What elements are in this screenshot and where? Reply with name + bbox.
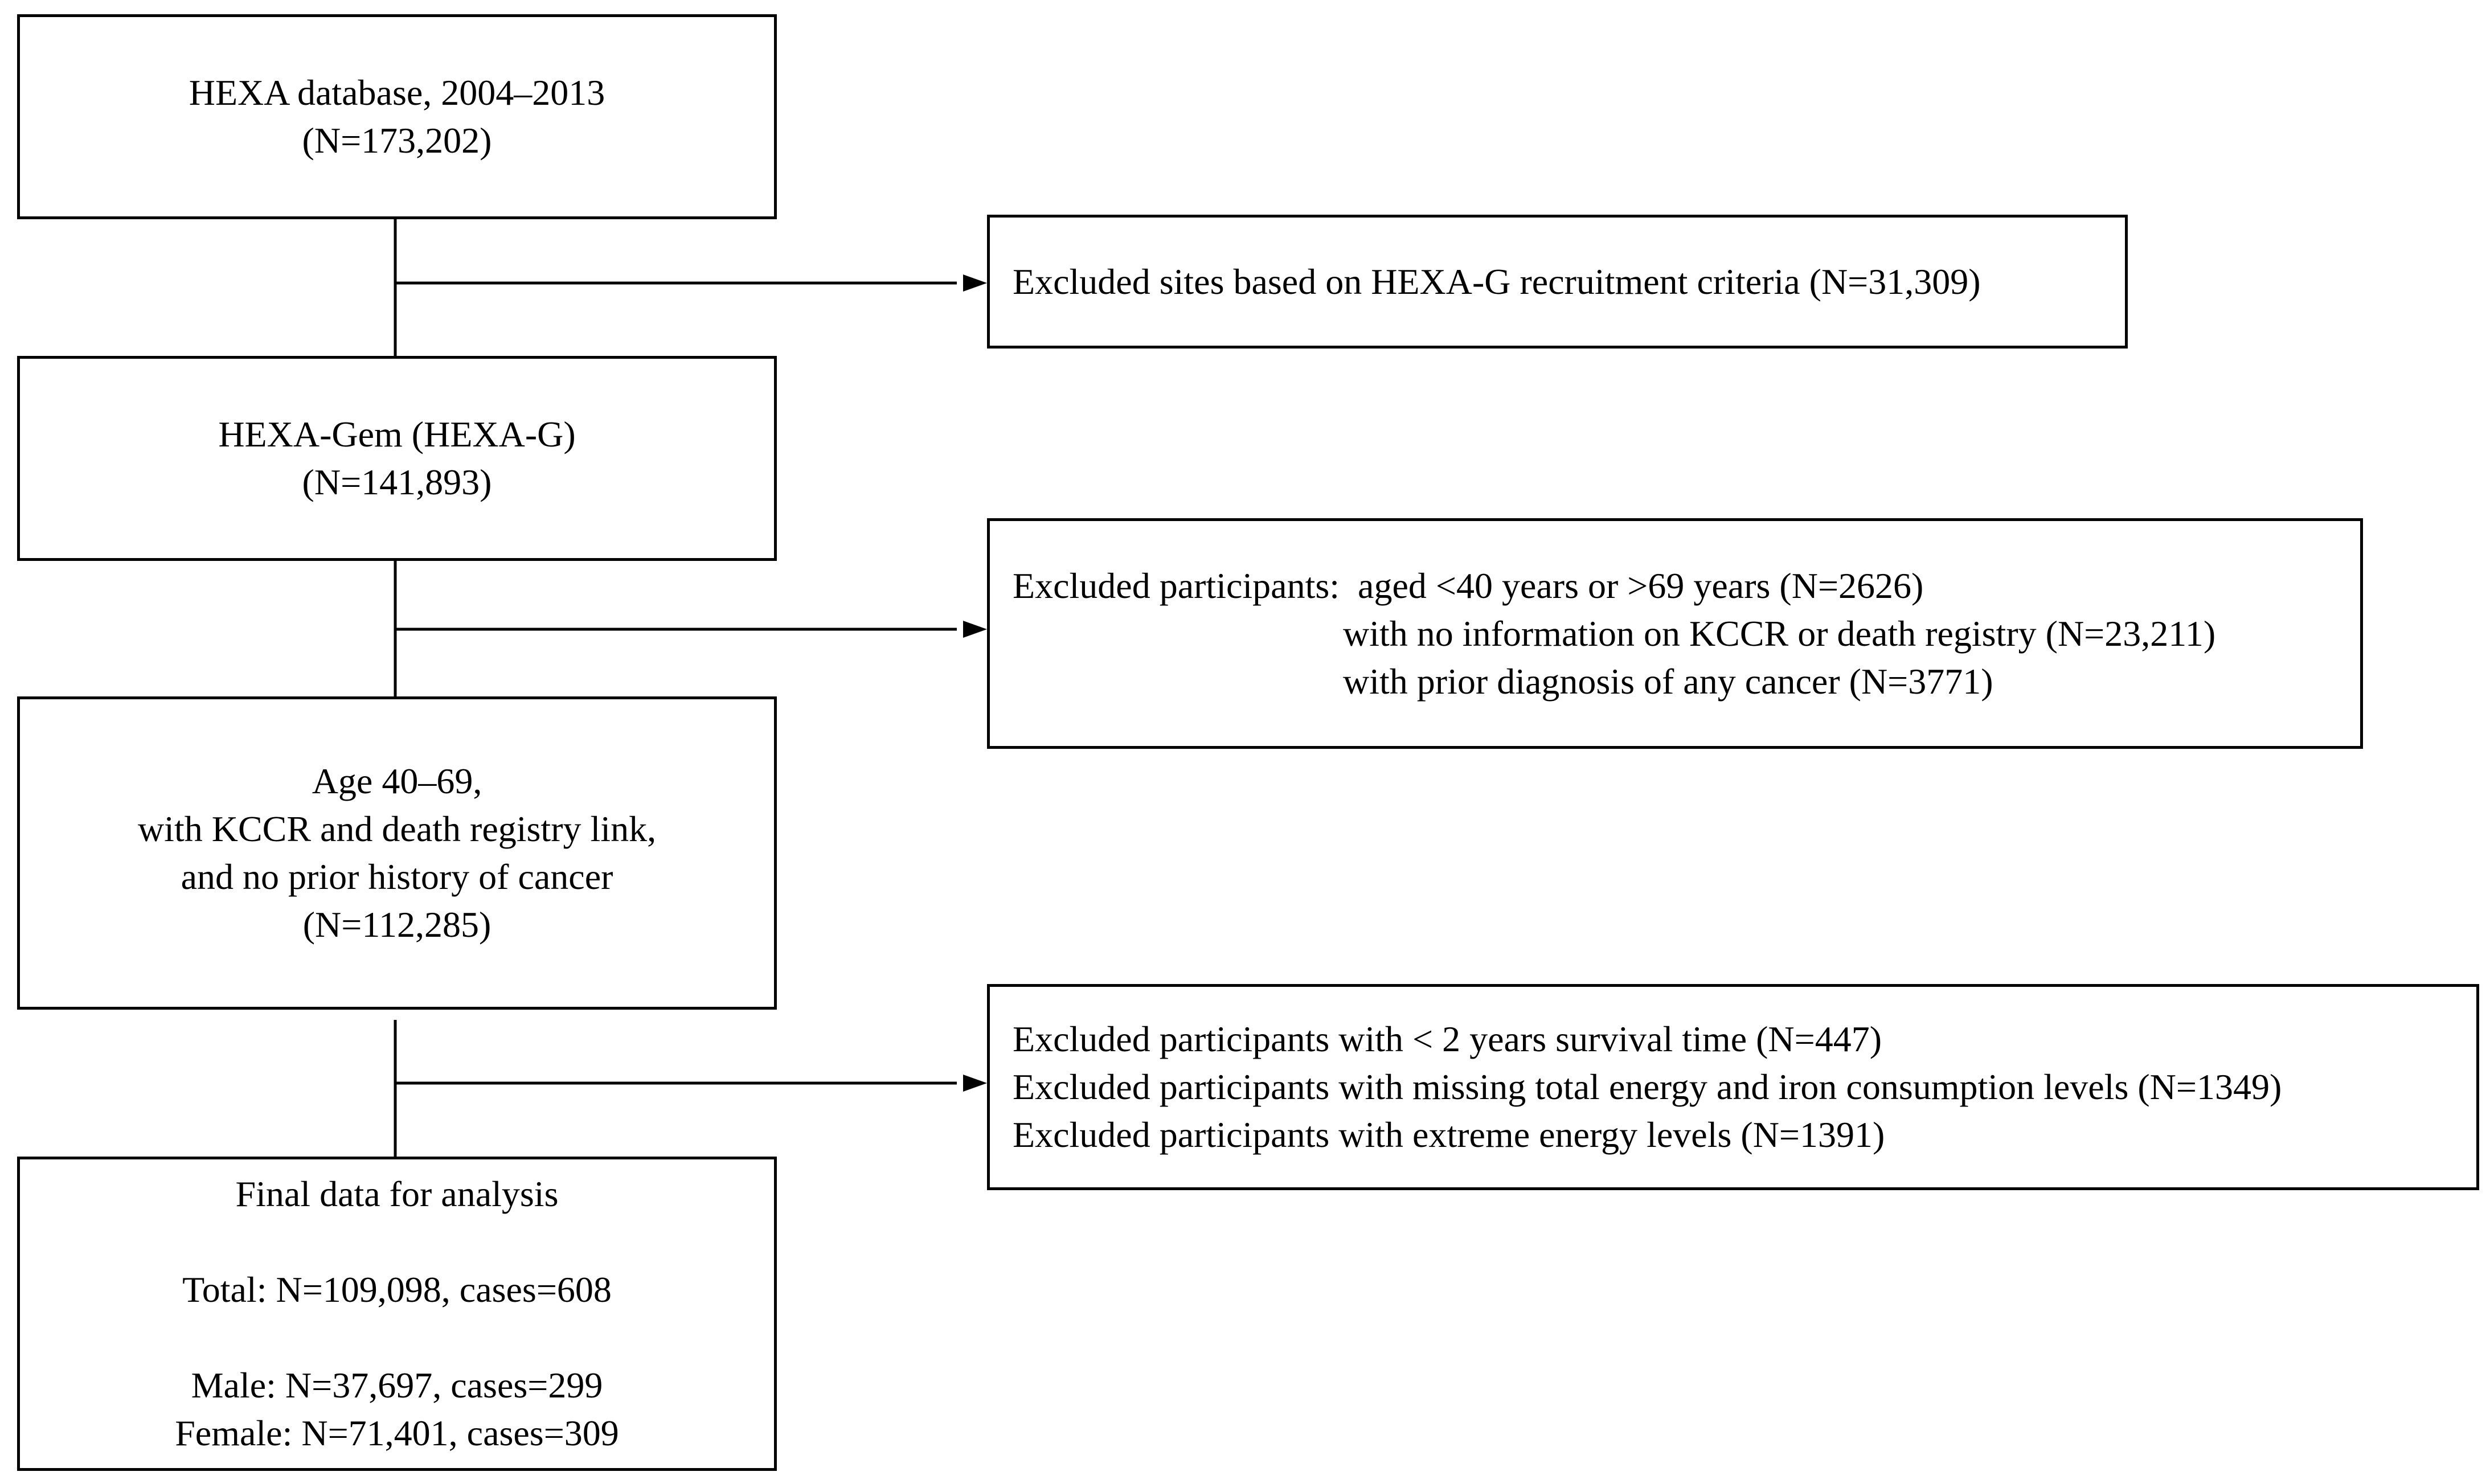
arrowhead-3: [963, 1075, 987, 1092]
box-exclusion-participants: Excluded participants: aged <40 years or…: [987, 518, 2363, 749]
box-hexa-gem-title: HEXA-Gem (HEXA-G): [218, 414, 576, 454]
box-final-total: Total: N=109,098, cases=608: [182, 1269, 612, 1310]
box-hexa-gem-count: (N=141,893): [302, 462, 492, 502]
box-exclusion-analysis: Excluded participants with < 2 years sur…: [987, 984, 2479, 1190]
box-hexa-database-title: HEXA database, 2004–2013: [189, 72, 605, 113]
box-final-title: Final data for analysis: [235, 1174, 559, 1214]
exclusion-survival: Excluded participants with < 2 years sur…: [1013, 1019, 1882, 1059]
exclusion-prior-cancer: with prior diagnosis of any cancer (N=37…: [1343, 661, 1993, 702]
box-hexa-gem: HEXA-Gem (HEXA-G) (N=141,893): [17, 356, 777, 561]
box-eligible-line-2: with KCCR and death registry link,: [137, 809, 657, 849]
exclusion-sites-text: Excluded sites based on HEXA-G recruitme…: [1013, 261, 1981, 302]
exclusion-registry: with no information on KCCR or death reg…: [1343, 613, 2216, 654]
box-eligible-participants: Age 40–69, with KCCR and death registry …: [17, 696, 777, 1010]
box-eligible-line-3: and no prior history of cancer: [181, 856, 613, 897]
box-hexa-database: HEXA database, 2004–2013 (N=173,202): [17, 14, 777, 219]
box-final-data: Final data for analysis Total: N=109,098…: [17, 1157, 777, 1471]
exclusion-missing-energy: Excluded participants with missing total…: [1013, 1067, 2282, 1107]
box-exclusion-sites: Excluded sites based on HEXA-G recruitme…: [987, 215, 2128, 349]
arrowhead-2: [963, 621, 987, 638]
exclusion-age: Excluded participants: aged <40 years or…: [1013, 565, 1924, 606]
box-final-male: Male: N=37,697, cases=299: [191, 1365, 603, 1405]
box-eligible-line-1: Age 40–69,: [312, 761, 482, 801]
box-hexa-database-count: (N=173,202): [302, 120, 492, 161]
box-final-female: Female: N=71,401, cases=309: [175, 1413, 619, 1453]
arrowhead-1: [963, 274, 987, 292]
box-eligible-count: (N=112,285): [302, 904, 492, 945]
exclusion-extreme-energy: Excluded participants with extreme energ…: [1013, 1114, 1885, 1155]
